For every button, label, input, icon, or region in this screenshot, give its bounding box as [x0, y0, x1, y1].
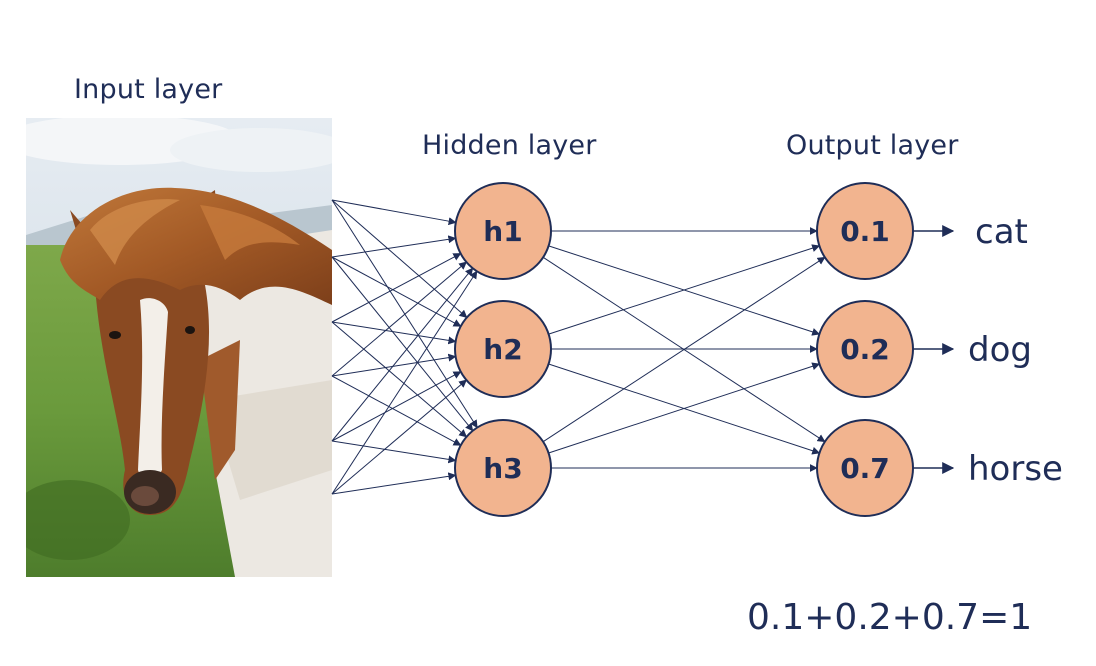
input-layer-title: Input layer	[74, 74, 223, 105]
edge-h3-to-output-2	[548, 362, 821, 454]
edge-input-1-to-h2	[331, 199, 468, 318]
edge-input-4-to-h1	[331, 261, 468, 377]
output-node-value: 0.1	[840, 215, 890, 248]
edge-input-3-to-h1	[331, 253, 462, 323]
input-connections	[331, 199, 478, 495]
hidden-node-h2: h2	[454, 300, 552, 398]
probability-sum-equation: 0.1+0.2+0.7=1	[747, 597, 1033, 638]
edge-h2-to-output-1	[548, 244, 821, 335]
hidden-node-circle	[454, 419, 552, 517]
edge-input-2-to-h3	[331, 256, 474, 432]
output-node-value: 0.7	[840, 452, 890, 485]
hidden-to-output-connections	[542, 227, 826, 472]
output-layer-nodes: 0.1 0.2 0.7	[816, 182, 914, 517]
hidden-layer-nodes: h1 h2 h3	[454, 182, 552, 517]
output-node-circle	[816, 419, 914, 517]
class-label-cat: cat	[975, 212, 1028, 252]
edge-input-1-to-h1	[331, 199, 457, 226]
hidden-node-label: h2	[483, 333, 522, 366]
class-label-dog: dog	[968, 330, 1032, 370]
output-node-circle	[816, 182, 914, 280]
output-node-circle	[816, 300, 914, 398]
edge-input-3-to-h2	[331, 321, 457, 345]
output-node-cat: 0.1	[816, 182, 914, 280]
edge-input-5-to-h1	[331, 267, 474, 442]
output-node-horse: 0.7	[816, 419, 914, 517]
output-layer-title: Output layer	[786, 130, 959, 161]
output-node-value: 0.2	[840, 333, 890, 366]
hidden-node-circle	[454, 300, 552, 398]
hidden-layer-title: Hidden layer	[422, 130, 597, 161]
edge-input-3-to-h3	[331, 321, 468, 438]
hidden-node-label: h1	[483, 215, 522, 248]
edge-input-6-to-h2	[331, 379, 468, 495]
class-label-horse: horse	[968, 449, 1063, 489]
hidden-node-circle	[454, 182, 552, 280]
hidden-node-h1: h1	[454, 182, 552, 280]
edge-input-5-to-h2	[331, 371, 462, 442]
edge-input-2-to-h2	[331, 256, 462, 327]
edge-input-4-to-h2	[331, 353, 457, 377]
edge-input-2-to-h1	[331, 235, 457, 258]
hidden-node-h3: h3	[454, 419, 552, 517]
edge-input-6-to-h3	[331, 472, 457, 495]
hidden-node-label: h3	[483, 452, 522, 485]
edge-h3-to-output-1	[542, 256, 826, 443]
edge-input-5-to-h3	[331, 440, 457, 464]
edge-input-4-to-h3	[331, 375, 462, 446]
output-node-dog: 0.2	[816, 300, 914, 398]
horse-photo	[26, 118, 332, 577]
edge-input-6-to-h1	[331, 270, 478, 495]
edge-input-1-to-h3	[331, 199, 478, 429]
output-arrows	[913, 225, 955, 474]
